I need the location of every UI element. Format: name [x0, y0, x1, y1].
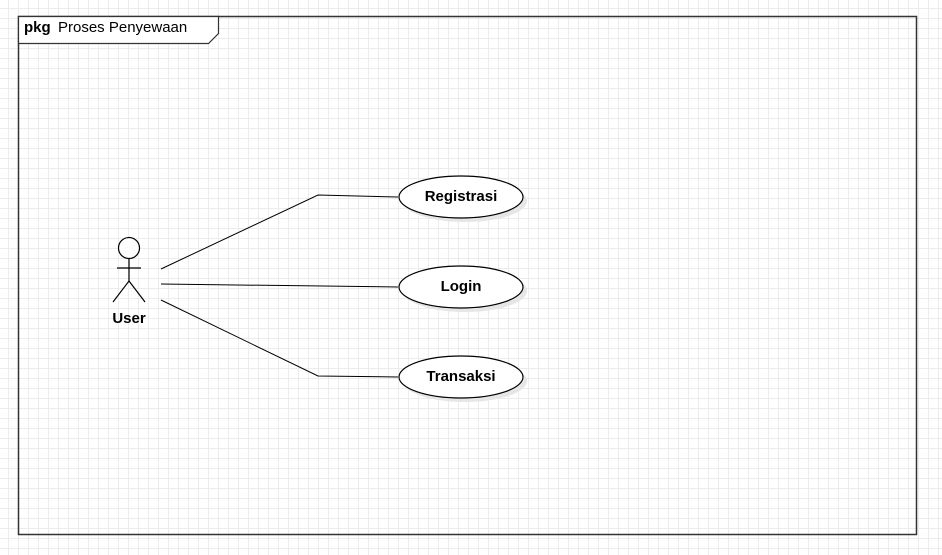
package-name: Proses Penyewaan: [58, 19, 188, 36]
use-case-transaksi[interactable]: [398, 355, 527, 402]
package-frame: [17, 15, 918, 536]
use-case-label-registrasi: Registrasi: [424, 188, 498, 205]
package-keyword: pkg: [24, 19, 51, 36]
use-case-ellipse: [398, 355, 524, 399]
association-line-registrasi: [160, 194, 399, 270]
association-line-login: [160, 283, 399, 288]
use-case-login[interactable]: [398, 265, 527, 312]
use-case-ellipse: [398, 265, 524, 309]
association-line-transaksi: [160, 299, 399, 378]
package-frame-tab: [17, 15, 220, 45]
use-case-label-transaksi: Transaksi: [426, 368, 496, 385]
actor-label: User: [112, 310, 146, 327]
use-case-ellipse: [398, 175, 524, 219]
use-case-registrasi[interactable]: [398, 175, 527, 222]
stick-figure-actor-icon[interactable]: [112, 236, 146, 303]
use-case-label-login: Login: [440, 278, 482, 295]
